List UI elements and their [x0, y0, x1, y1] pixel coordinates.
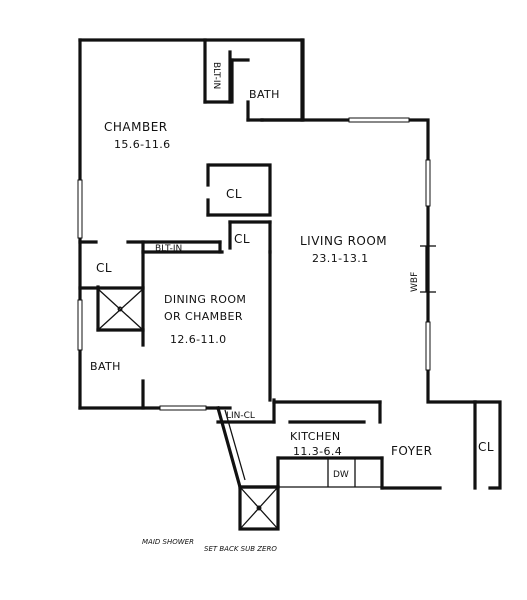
dining-room-label-1: DINING ROOM: [164, 293, 246, 306]
kitchen-dims: 11.3-6.4: [293, 445, 342, 458]
left-bath-area: [78, 285, 145, 332]
bath-top-label: BATH: [249, 88, 280, 101]
top-bath-area: [203, 38, 304, 122]
cl-lower-label: CL: [234, 232, 250, 246]
windows: [77, 117, 431, 411]
dining-room-dims: 12.6-11.0: [170, 333, 227, 346]
maid-shower: [238, 485, 280, 531]
living-room-label: LIVING ROOM: [300, 234, 387, 248]
cl-left-label: CL: [96, 261, 112, 275]
sub-zero-note: SET BACK SUB ZERO: [204, 545, 277, 553]
chamber-divider: [78, 163, 272, 410]
lin-cl-label: LIN-CL: [226, 411, 255, 421]
cl-upper-label: CL: [226, 187, 242, 201]
maid-shower-note: MAID SHOWER: [142, 538, 194, 546]
dining-room-label-2: OR CHAMBER: [164, 310, 243, 323]
living-room-dims: 23.1-13.1: [312, 252, 369, 265]
wbf-label: WBF: [410, 272, 420, 292]
chamber-dims: 15.6-11.6: [114, 138, 171, 151]
chamber-label: CHAMBER: [104, 120, 168, 134]
blt-in-top-label: BLT-IN: [211, 62, 221, 89]
bath-left-label: BATH: [90, 360, 121, 373]
kitchen-label: KITCHEN: [290, 430, 340, 443]
dw-label: DW: [333, 470, 349, 480]
wbf-fireplace: [420, 245, 436, 293]
blt-in-mid-label: BLT-IN: [155, 244, 182, 254]
cl-right-label: CL: [478, 440, 494, 454]
foyer-label: FOYER: [391, 444, 432, 458]
